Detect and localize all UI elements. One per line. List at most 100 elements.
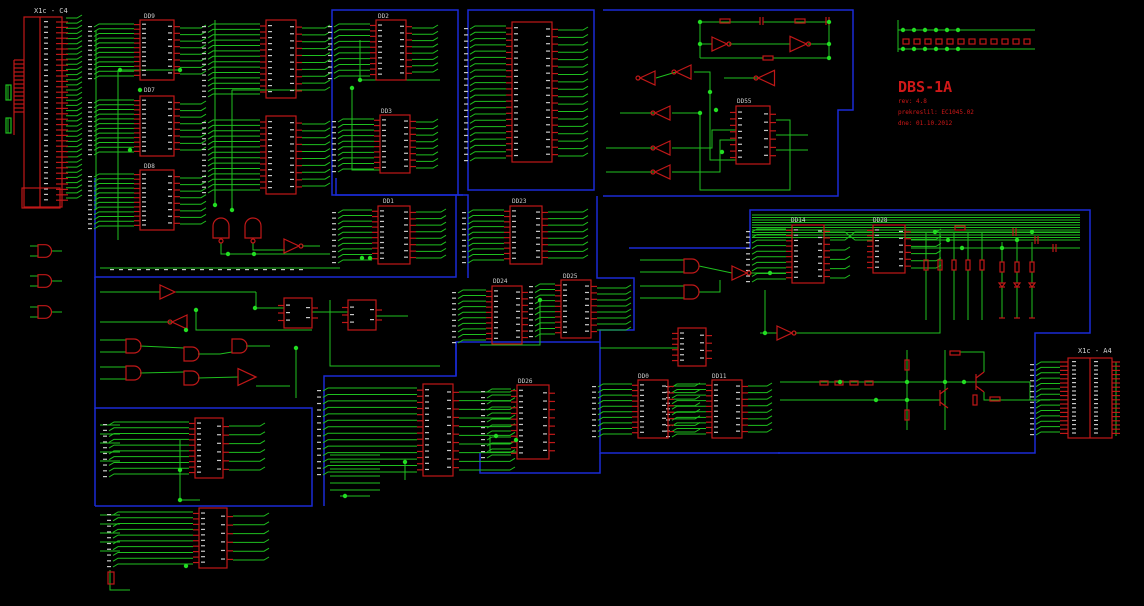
pin-label: [494, 321, 498, 324]
bus-line: [459, 397, 516, 402]
pin-label: [88, 116, 92, 118]
legend-and-gate: [37, 274, 53, 288]
pin-label: [464, 46, 468, 49]
bus-line: [108, 433, 189, 437]
pin-label: [447, 399, 451, 401]
pin-label: [142, 127, 146, 129]
bus-line: [66, 194, 83, 199]
bus-line: [412, 62, 439, 67]
pin-label: [400, 65, 404, 67]
bus-line: [322, 445, 417, 450]
bus-line: [337, 242, 372, 247]
bus-line: [207, 45, 260, 49]
bus-line: [337, 215, 372, 219]
junction-dot: [537, 297, 543, 303]
ic-bottom-a: [194, 417, 224, 479]
bus-line: [207, 151, 260, 156]
pin-label: [142, 141, 146, 143]
bus-line: [302, 155, 331, 159]
net: [694, 71, 736, 161]
bus-line: [229, 422, 266, 427]
pin-label: [142, 37, 146, 39]
pin-label: [197, 422, 201, 424]
bus-line: [93, 23, 134, 28]
bus-line: [671, 416, 706, 421]
bus-line: [180, 120, 207, 125]
bus-line: [748, 402, 773, 407]
pin-label: [585, 330, 589, 332]
ic-dd0: [637, 379, 669, 439]
pin-label: [738, 117, 742, 120]
pin-label: [142, 178, 146, 180]
pin-label: [1094, 361, 1098, 363]
pin-label: [88, 209, 92, 211]
pin-label: [514, 94, 518, 96]
pin-label: [746, 269, 750, 272]
pin-label: [746, 264, 750, 266]
bus-line: [66, 14, 83, 19]
bus-line: [93, 220, 134, 225]
pin-label: [585, 298, 589, 300]
pin-label: [516, 297, 520, 300]
pin-label: [546, 87, 550, 89]
pin-label: [201, 556, 205, 558]
pin-label: [44, 145, 48, 147]
bus-line: [751, 245, 786, 250]
junction-dot: [697, 110, 703, 116]
bus-line: [180, 107, 207, 112]
pin-label: [88, 78, 92, 80]
net: [655, 71, 677, 79]
pin-label: [142, 42, 146, 44]
bus-line: [322, 426, 417, 431]
pin-label: [529, 313, 533, 315]
chip-label-dd9: DD9: [144, 13, 155, 20]
bus-line: [207, 189, 260, 194]
pin-label: [794, 271, 798, 273]
pin-label: [142, 55, 146, 58]
pin-label: [107, 519, 111, 521]
pin-label: [168, 59, 172, 61]
pin-label: [202, 192, 206, 194]
pin-label: [88, 144, 92, 146]
pin-label: [404, 224, 408, 226]
bus-line: [467, 259, 504, 264]
pin-label: [494, 311, 498, 313]
pin-label: [462, 223, 466, 225]
bus-line: [469, 113, 506, 118]
pin-label: [662, 398, 666, 400]
revision-text: rev: 4.8: [898, 98, 927, 105]
bus-line: [66, 60, 83, 65]
pin-label: [514, 75, 518, 77]
bus-line: [1035, 409, 1060, 414]
pin-label: [425, 419, 429, 421]
pin-label: [519, 423, 523, 426]
net: [830, 231, 873, 241]
pin-label: [202, 74, 206, 76]
pin-label: [640, 431, 644, 433]
bus-line: [207, 130, 260, 135]
pin-label: [382, 135, 386, 137]
resistor-array-element: [924, 38, 932, 45]
pin-label: [44, 177, 48, 179]
resistor: [1014, 261, 1020, 273]
bus-line: [207, 184, 260, 189]
pin-label: [1030, 434, 1034, 436]
pin-label: [382, 161, 386, 163]
bus-line: [469, 50, 506, 55]
pin-label: [332, 171, 336, 173]
bus-line: [457, 317, 486, 322]
inverter-bubble: [650, 145, 656, 151]
components: [5, 16, 1120, 585]
and-gate-vertical: [212, 217, 230, 239]
pin-label: [88, 120, 92, 123]
inverter-bubble: [791, 330, 797, 336]
pin-label: [519, 395, 523, 397]
junction-dot: [177, 497, 183, 503]
pin-label: [736, 417, 740, 419]
pin-label: [290, 75, 294, 77]
pin-label: [202, 138, 206, 140]
chip-label-dd8: DD8: [144, 163, 155, 170]
junction-dot: [942, 379, 948, 385]
pin-label: [592, 391, 596, 393]
bus-line: [207, 77, 260, 82]
